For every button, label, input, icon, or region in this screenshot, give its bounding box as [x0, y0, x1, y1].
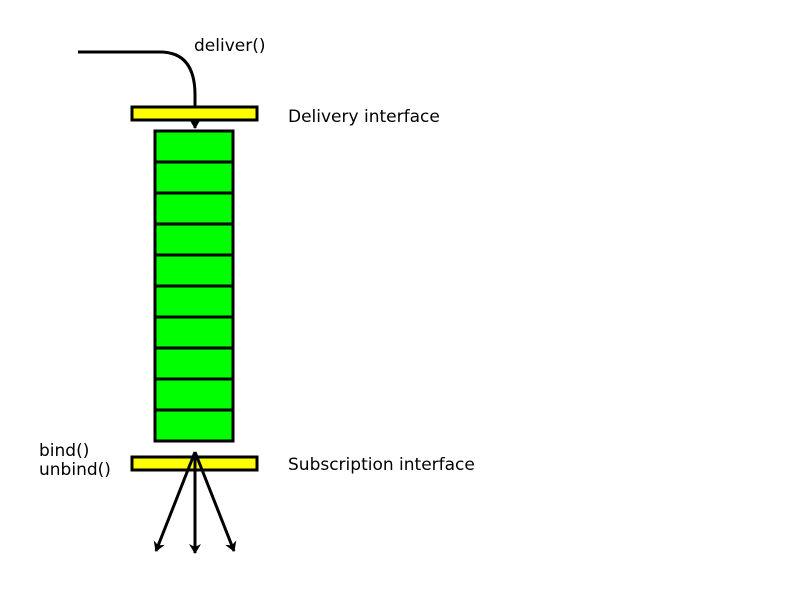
queue-slot	[153, 253, 235, 288]
unbind-label: unbind()	[39, 460, 111, 480]
queue-slot	[153, 222, 235, 257]
queue-slot	[153, 129, 235, 164]
queue-slot	[153, 315, 235, 350]
deliver-arrow	[78, 50, 201, 129]
bind-label: bind()	[39, 441, 89, 461]
queue-slot	[153, 160, 235, 195]
deliver-label: deliver()	[194, 36, 265, 56]
outgoing-arrow-right	[193, 451, 237, 552]
outgoing-arrow-left	[153, 451, 197, 552]
delivery-interface-label: Delivery interface	[288, 107, 440, 127]
queue-slot	[153, 346, 235, 381]
subscription-interface-label: Subscription interface	[288, 455, 475, 475]
delivery-interface-bar	[130, 105, 259, 122]
queue-slot	[153, 408, 235, 443]
queue-slot	[153, 284, 235, 319]
message-queue	[153, 129, 235, 443]
queue-slot	[153, 191, 235, 226]
queue-slot	[153, 377, 235, 412]
